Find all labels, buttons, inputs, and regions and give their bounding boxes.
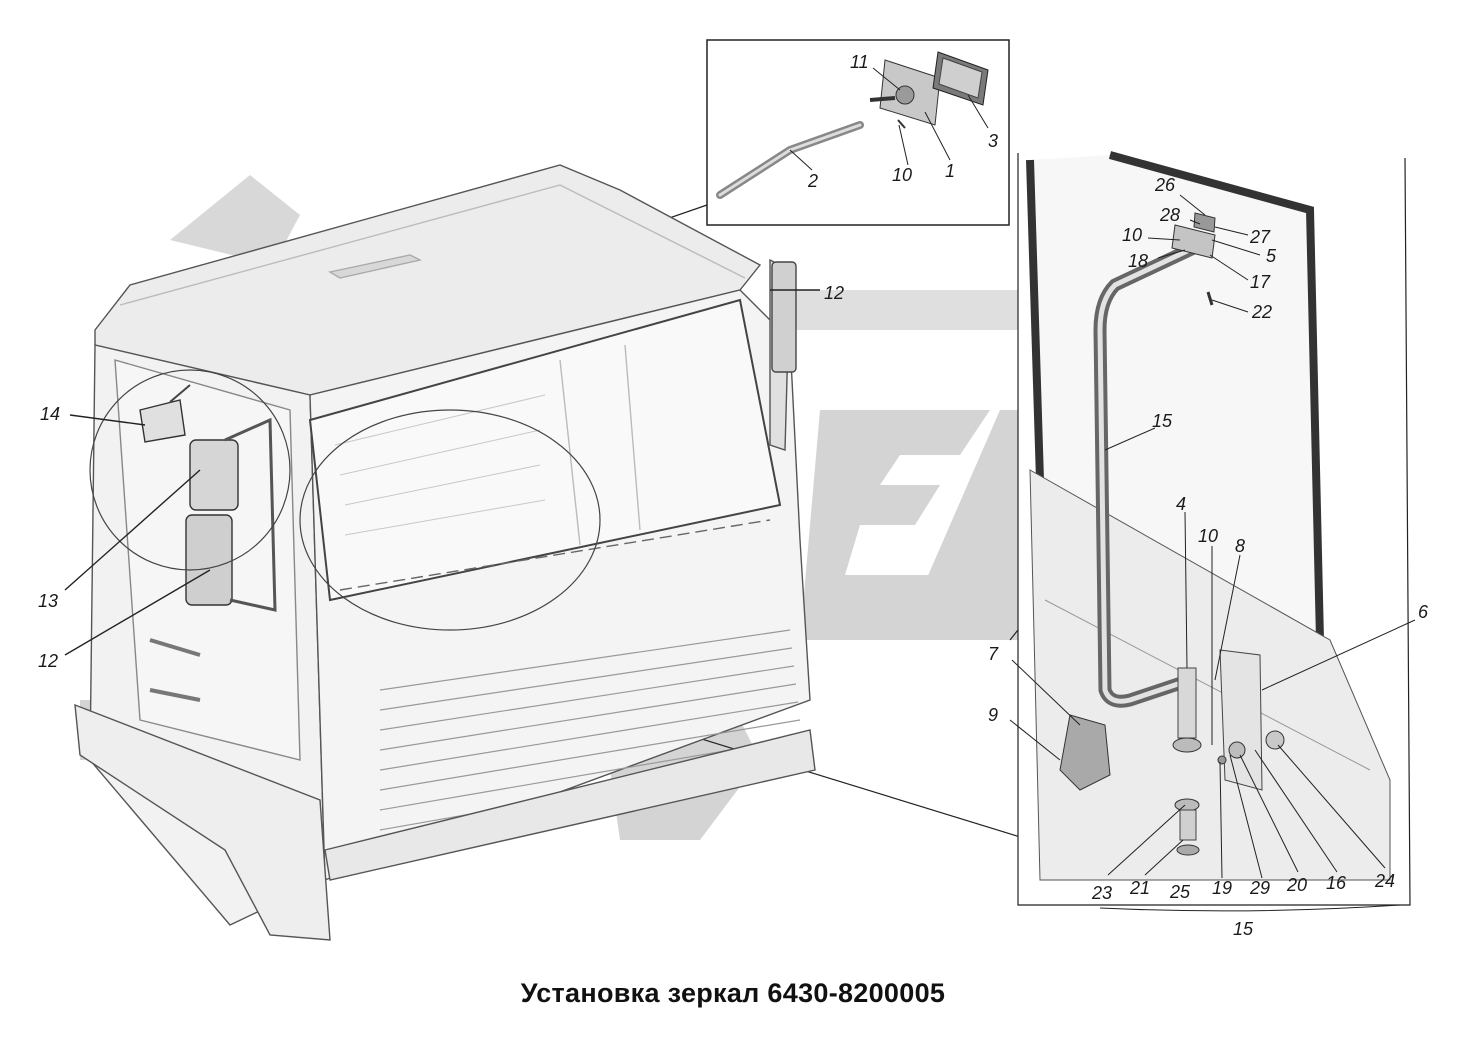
callout-24: 24 bbox=[1374, 871, 1395, 891]
callout-10-lower: 10 bbox=[1198, 526, 1218, 546]
callout-26: 26 bbox=[1154, 175, 1176, 195]
callout-29: 29 bbox=[1249, 878, 1270, 898]
callout-9: 9 bbox=[988, 705, 998, 725]
callout-4: 4 bbox=[1176, 494, 1186, 514]
callout-12-right: 12 bbox=[824, 283, 844, 303]
callout-11: 11 bbox=[850, 52, 869, 72]
callout-10-upper: 10 bbox=[1122, 225, 1142, 245]
callout-23: 23 bbox=[1091, 883, 1112, 903]
callout-6: 6 bbox=[1418, 602, 1429, 622]
callout-8: 8 bbox=[1235, 536, 1245, 556]
inset-mirror-bracket bbox=[706, 39, 1010, 226]
callout-21: 21 bbox=[1129, 878, 1150, 898]
callout-labels: 11 3 1 10 2 26 28 27 10 5 18 17 22 15 4 … bbox=[38, 52, 1429, 939]
callout-17: 17 bbox=[1250, 272, 1271, 292]
callout-22: 22 bbox=[1251, 302, 1272, 322]
callout-27: 27 bbox=[1249, 227, 1271, 247]
callout-3: 3 bbox=[988, 131, 998, 151]
callout-1: 1 bbox=[945, 161, 955, 181]
callout-19: 19 bbox=[1212, 878, 1232, 898]
callout-16: 16 bbox=[1326, 873, 1347, 893]
callout-13: 13 bbox=[38, 591, 58, 611]
callout-20: 20 bbox=[1286, 875, 1307, 895]
callout-25: 25 bbox=[1169, 882, 1191, 902]
callout-2: 2 bbox=[807, 171, 818, 191]
callout-5: 5 bbox=[1266, 246, 1277, 266]
callout-15-arm: 15 bbox=[1152, 411, 1173, 431]
diagram-title: Установка зеркал 6430-8200005 bbox=[520, 978, 946, 1008]
callout-10: 10 bbox=[892, 165, 912, 185]
inset-door-mirror-arm bbox=[1009, 151, 1416, 912]
callout-14: 14 bbox=[40, 404, 60, 424]
callout-12-left: 12 bbox=[38, 651, 58, 671]
callout-18: 18 bbox=[1128, 251, 1148, 271]
callout-28: 28 bbox=[1159, 205, 1180, 225]
callout-15-assembly: 15 bbox=[1233, 919, 1254, 939]
truck-cab-drawing bbox=[64, 164, 820, 941]
callout-7: 7 bbox=[988, 644, 999, 664]
